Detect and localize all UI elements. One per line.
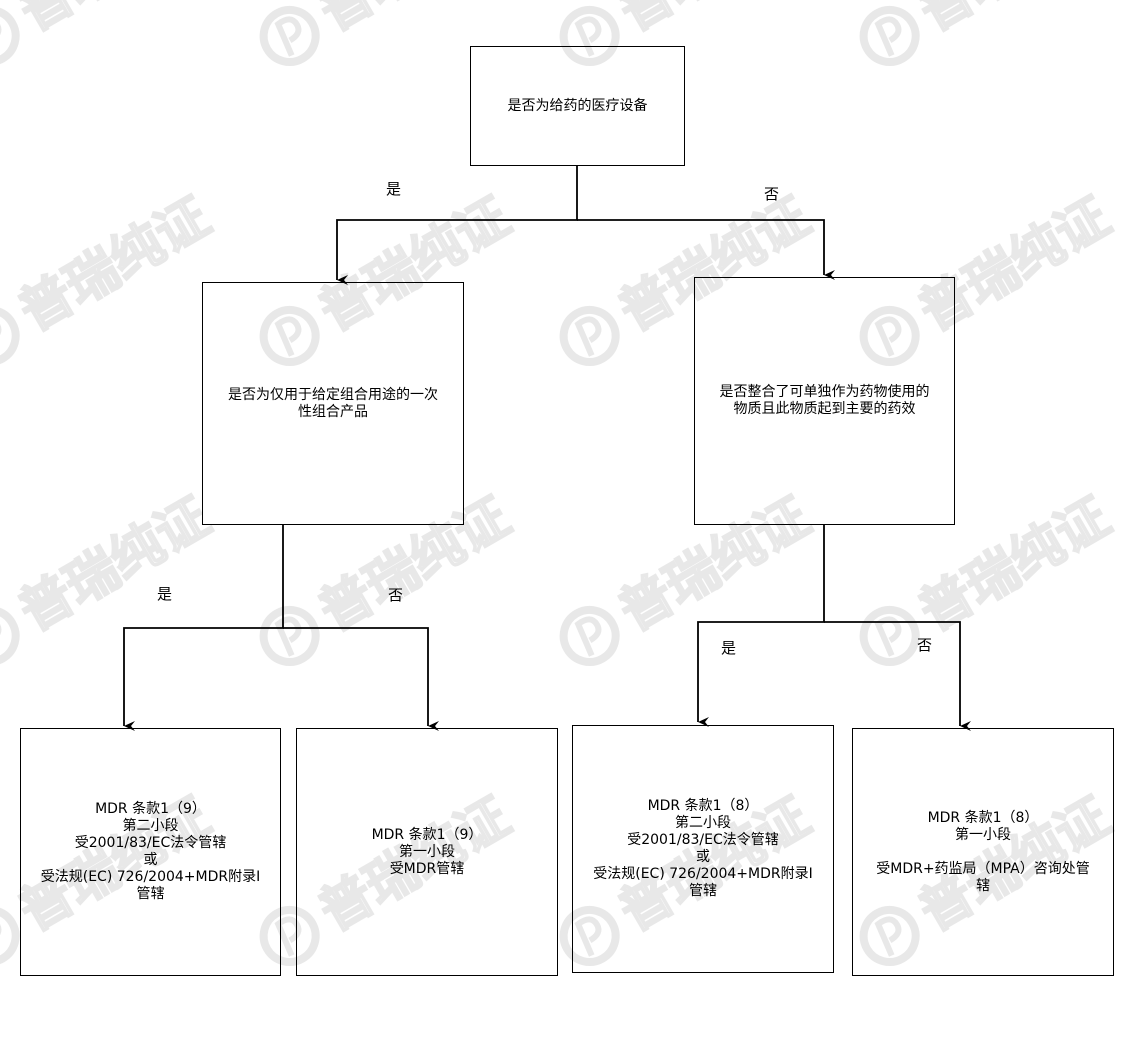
connector-right-to-outcome-3 <box>697 524 825 727</box>
edge-label-right-yes: 是 <box>721 639 737 657</box>
node-left-question: 是否为仅用于给定组合用途的一次 性组合产品 <box>202 282 464 525</box>
node-outcome-3: MDR 条款1（8） 第二小段 受2001/83/EC法令管辖 或 受法规(EC… <box>572 725 834 973</box>
connector-left-to-outcome-2 <box>283 627 439 731</box>
connector-right-to-outcome-4 <box>824 621 971 731</box>
node-root-label: 是否为给药的医疗设备 <box>507 97 648 114</box>
node-root-question: 是否为给药的医疗设备 <box>470 46 685 166</box>
connector-left-to-outcome-1 <box>123 524 284 731</box>
edge-label-root-yes: 是 <box>386 180 402 198</box>
node-outcome-4-label: MDR 条款1（8） 第一小段 受MDR+药监局（MPA）咨询处管 辖 <box>876 809 1090 894</box>
connector-root-to-left <box>336 165 578 285</box>
edge-label-right-no: 否 <box>917 636 933 654</box>
node-outcome-1: MDR 条款1（9） 第二小段 受2001/83/EC法令管辖 或 受法规(EC… <box>20 728 281 976</box>
node-outcome-2-label: MDR 条款1（9） 第一小段 受MDR管辖 <box>371 826 483 877</box>
edge-label-left-no: 否 <box>388 586 404 604</box>
node-outcome-3-label: MDR 条款1（8） 第二小段 受2001/83/EC法令管辖 或 受法规(EC… <box>593 798 813 899</box>
connector-root-to-right <box>577 219 835 280</box>
node-outcome-1-label: MDR 条款1（9） 第二小段 受2001/83/EC法令管辖 或 受法规(EC… <box>40 801 261 902</box>
node-right-label: 是否整合了可单独作为药物使用的 物质且此物质起到主要的药效 <box>719 384 930 417</box>
edge-label-root-no: 否 <box>764 185 780 203</box>
edge-label-left-yes: 是 <box>157 585 173 603</box>
node-left-label: 是否为仅用于给定组合用途的一次 性组合产品 <box>228 386 438 420</box>
node-outcome-4: MDR 条款1（8） 第一小段 受MDR+药监局（MPA）咨询处管 辖 <box>852 728 1114 976</box>
node-right-question: 是否整合了可单独作为药物使用的 物质且此物质起到主要的药效 <box>694 277 955 525</box>
node-outcome-2: MDR 条款1（9） 第一小段 受MDR管辖 <box>296 728 558 976</box>
